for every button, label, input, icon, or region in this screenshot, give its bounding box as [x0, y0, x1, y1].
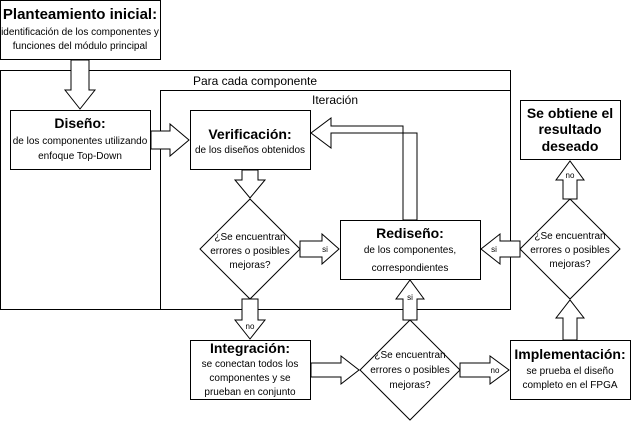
verificacion-line-1: de los diseños obtenidos [195, 145, 305, 156]
para-cada-componente-label: Para cada componente [193, 74, 317, 88]
diseno-title: Diseño: [54, 115, 105, 131]
decision-2-line-1: ¿Se encuentran [374, 350, 445, 361]
decision-1-line-1: ¿Se encuentran [214, 232, 285, 243]
iteracion-label: Iteración [312, 93, 358, 107]
arrow-rediseno-to-verificacion [310, 117, 418, 221]
decision-2-line-2: errores o posibles [370, 365, 449, 376]
rediseno-box [340, 220, 481, 280]
planteamiento-title: Planteamiento inicial: [3, 6, 157, 23]
arrow-decision-3-si [480, 232, 521, 266]
integracion-line-2: componentes y se [209, 373, 291, 384]
resultado-line-2: resultado [538, 121, 601, 137]
arrow-planteamiento-to-diseno [63, 59, 97, 110]
decision-3-diamond [519, 198, 621, 300]
planteamiento-line-1: identificación de los componentes y [1, 27, 159, 38]
arrow-decision-1-no [233, 298, 267, 340]
decision-2-line-3: mejoras? [389, 380, 431, 391]
arrow-verificacion-to-decision-1 [233, 169, 267, 199]
implementacion-line-1: se prueba el diseño [526, 366, 614, 377]
iteracion-container [160, 90, 511, 310]
decision-1-line-2: errores o posibles [210, 246, 289, 257]
implementacion-line-2: completo en el FPGA [522, 380, 617, 391]
decision-2-si-label: si [407, 293, 413, 302]
rediseno-title: Rediseño: [376, 225, 444, 241]
decision-3-si-label: si [491, 245, 497, 254]
integracion-line-3: prueban en conjunto [204, 387, 296, 398]
decision-2-diamond [359, 319, 461, 421]
arrow-diseno-to-verificacion [150, 122, 190, 158]
resultado-box [520, 100, 621, 160]
implementacion-box [510, 340, 631, 400]
decision-3-line-3: mejoras? [549, 259, 591, 270]
resultado-line-3: deseado [542, 138, 599, 154]
integracion-box [190, 340, 311, 400]
decision-1-line-3: mejoras? [229, 260, 271, 271]
resultado-line-1: Se obtiene el [527, 105, 613, 121]
arrow-decision-2-si [395, 279, 425, 321]
verificacion-box [190, 110, 311, 170]
arrow-decision-1-si [299, 232, 340, 266]
decision-2-no-label: no [491, 366, 500, 375]
arrow-implementacion-to-decision-3 [554, 299, 586, 341]
arrow-decision-3-no [555, 160, 585, 200]
diseno-box [10, 110, 151, 170]
decision-1-si-label: si [322, 245, 328, 254]
decision-3-line-2: errores o posibles [530, 245, 609, 256]
integracion-line-1: se conectan todos los [202, 359, 299, 370]
diseno-line-2: enfoque Top-Down [38, 151, 122, 162]
diseno-line-1: de los componentes utilizando [13, 136, 148, 147]
rediseno-line-2: correspondientes [372, 263, 449, 274]
arrow-decision-2-no [459, 355, 510, 385]
decision-3-no-label: no [566, 171, 575, 180]
integracion-title: Integración: [210, 340, 290, 356]
verificacion-title: Verificación: [208, 126, 291, 142]
rediseno-line-1: de los componentes, [364, 245, 456, 256]
implementacion-title: Implementación: [514, 346, 625, 362]
planteamiento-box [0, 0, 161, 60]
decision-3-line-1: ¿Se encuentran [534, 231, 605, 242]
decision-1-no-label: no [246, 322, 255, 331]
planteamiento-line-2: funciones del módulo principal [13, 41, 148, 52]
arrow-integracion-to-decision-2 [310, 354, 360, 386]
